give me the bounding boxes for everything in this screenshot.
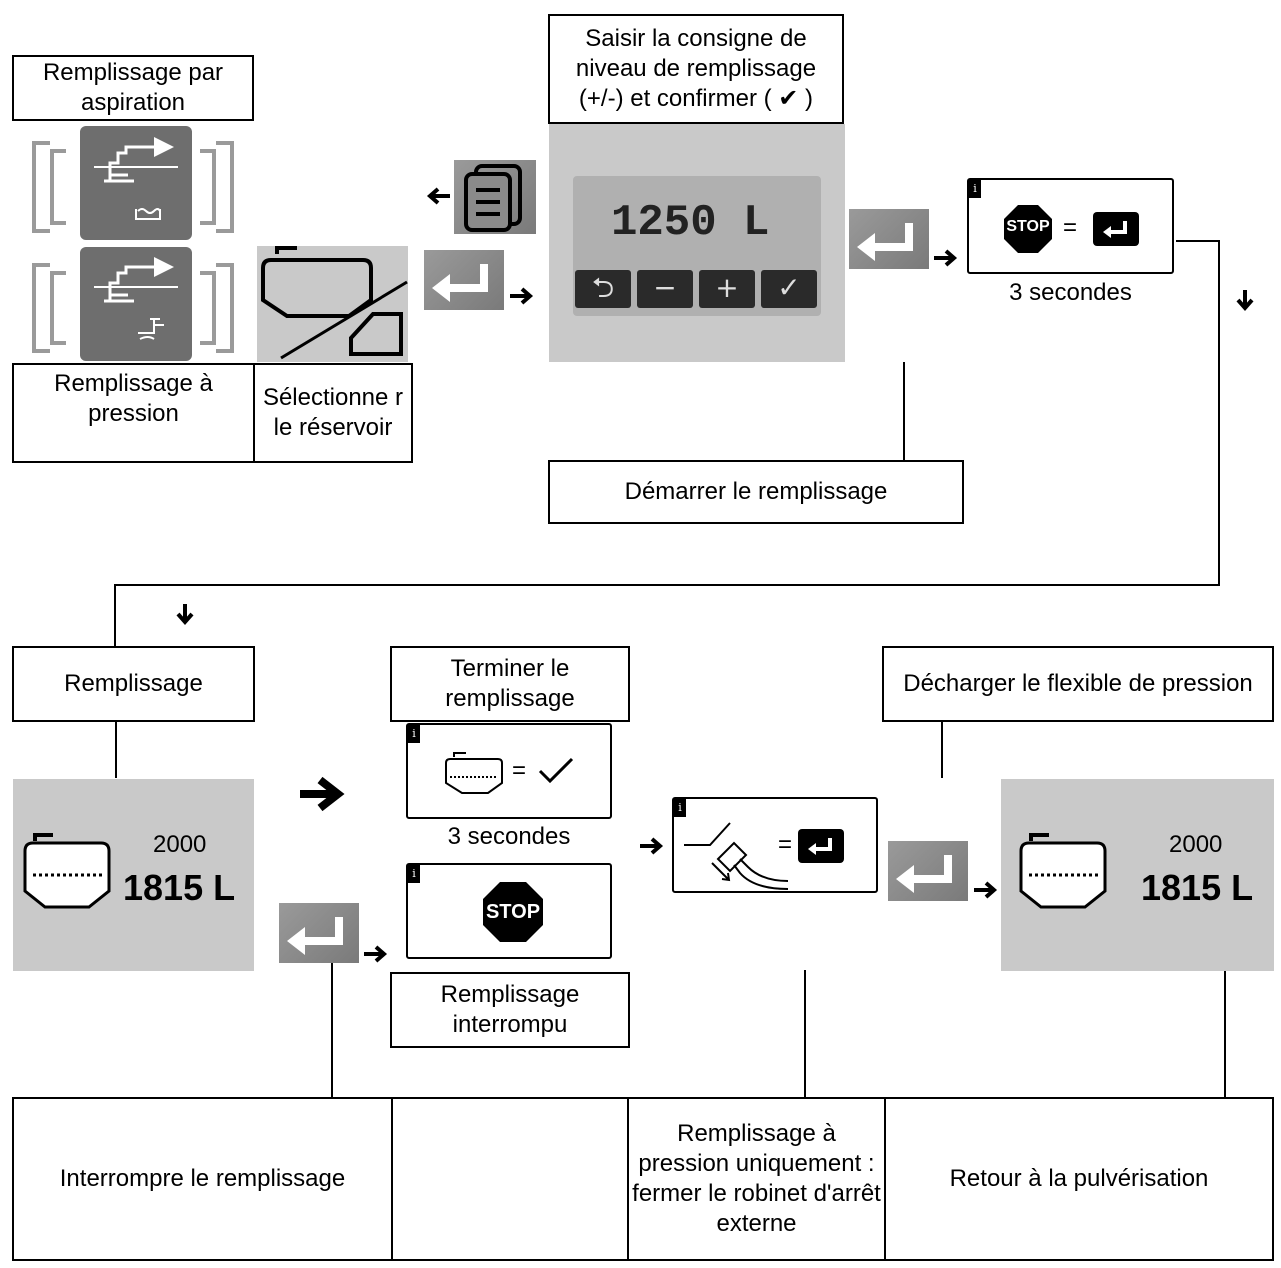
stop-text: STOP: [485, 901, 541, 923]
tank-level-display: 2000 1815 L: [13, 779, 254, 971]
stop-sign-icon: [483, 882, 543, 942]
tank-capacity: 2000: [1169, 831, 1223, 858]
connector-line: [114, 584, 116, 646]
enter-key-icon: [1093, 212, 1139, 246]
start-filling-label: Démarrer le remplissage: [548, 460, 964, 524]
interrupt-enter-button[interactable]: [279, 903, 359, 963]
connector-line: [1224, 971, 1226, 1099]
menu-icon[interactable]: [454, 160, 536, 234]
tank-icon: [23, 833, 111, 909]
equals-sign: =: [1063, 214, 1078, 241]
setpoint-label: Saisir la consigne de niveau de rempliss…: [548, 14, 844, 124]
connector-line: [1218, 240, 1220, 586]
tank-capacity: 2000: [153, 831, 207, 858]
stop-seconds: 3 secondes: [1009, 279, 1132, 306]
discharge-hose-label: Décharger le flexible de pression: [882, 646, 1274, 722]
tank-level: 1815 L: [123, 867, 236, 908]
arrow-right-icon: [364, 945, 388, 963]
arrow-left-icon: [426, 187, 450, 205]
arrow-down-icon: [1236, 290, 1254, 312]
info-icon: i: [674, 799, 686, 817]
arrow-right-icon: [300, 776, 345, 812]
aspiration-icon[interactable]: [14, 123, 252, 243]
arrow-right-icon: [640, 837, 664, 855]
lcd-panel: 1250 L ⮌ − + ✓: [549, 124, 845, 362]
finish-seconds: 3 secondes: [447, 823, 571, 850]
info-icon: i: [408, 865, 420, 883]
connector-line: [903, 362, 905, 462]
lcd-confirm-button[interactable]: ✓: [761, 270, 817, 308]
stop-info-box: i STOP =: [967, 178, 1174, 274]
stop-info-box: i STOP: [406, 863, 612, 959]
pressure-fill-label: Remplissage à pression: [12, 363, 255, 463]
info-icon: i: [969, 180, 981, 198]
aspiration-label: Remplissage par aspiration: [12, 55, 254, 121]
interrupt-filling-label: Interrompre le remplissage: [12, 1097, 393, 1261]
arrow-right-icon: [934, 249, 958, 267]
arrow-right-icon: [974, 881, 998, 899]
enter-button[interactable]: [424, 250, 504, 310]
connector-line: [114, 584, 1220, 586]
arrow-right-icon: [510, 287, 534, 305]
lcd-minus-button[interactable]: −: [637, 270, 693, 308]
select-tank-label: Sélectionne r le réservoir: [253, 363, 413, 463]
return-spraying-label: Retour à la pulvérisation: [884, 1097, 1274, 1261]
lcd-back-button[interactable]: ⮌: [575, 270, 631, 308]
equals-sign: =: [512, 757, 527, 784]
hose-coupling-icon: [684, 822, 789, 890]
tank-level: 1815 L: [1141, 867, 1254, 908]
connector-line: [115, 722, 117, 778]
hose-info-box: i =: [672, 797, 878, 893]
return-enter-button[interactable]: [888, 841, 968, 901]
close-valve-label: Remplissage à pression uniquement : ferm…: [627, 1097, 886, 1261]
equals-sign: =: [778, 831, 793, 858]
checkmark-icon: [538, 757, 574, 784]
info-icon: i: [408, 725, 420, 743]
enter-key-icon: [798, 829, 844, 863]
empty-cell: [391, 1097, 629, 1261]
stop-sign-icon: [1004, 205, 1052, 253]
stop-text: STOP: [1006, 218, 1050, 235]
filling-label: Remplissage: [12, 646, 255, 722]
pressure-fill-icon[interactable]: [14, 245, 252, 363]
finish-info-box: i =: [406, 723, 612, 819]
arrow-down-icon: [176, 604, 194, 626]
tank-select-icon[interactable]: [257, 246, 408, 362]
tank-icon: [445, 752, 503, 794]
connector-line: [804, 970, 806, 1098]
tank-level-display: 2000 1815 L: [1001, 779, 1274, 971]
start-enter-button[interactable]: [849, 209, 929, 269]
lcd-value: 1250 L: [611, 198, 770, 248]
tank-icon: [1019, 833, 1107, 909]
finish-filling-label: Terminer le remplissage: [390, 646, 630, 722]
lcd-plus-button[interactable]: +: [699, 270, 755, 308]
connector-line: [331, 963, 333, 1099]
interrupted-label: Remplissage interrompu: [390, 972, 630, 1048]
connector-line: [1176, 240, 1220, 242]
connector-line: [941, 722, 943, 778]
